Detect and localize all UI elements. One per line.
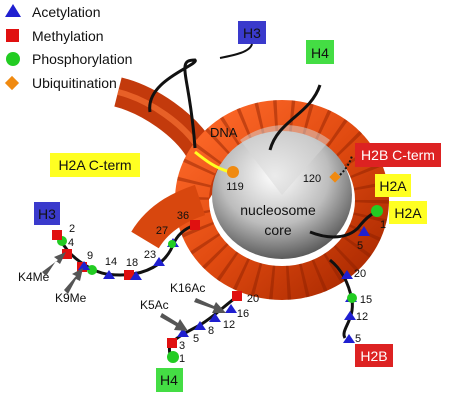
k16ac-arrow [194,298,226,313]
phosphorylation-marker [371,205,383,217]
dna-label: DNA [210,125,238,140]
acetylation-marker [225,304,237,313]
k5ac-label: K5Ac [140,298,169,312]
core-label-line1: nucleosome [240,202,316,218]
h2a-cterm-box [50,153,140,177]
residue-h3-36: 36 [177,210,189,222]
methylation-marker [232,291,242,301]
k5ac-arrow [160,313,188,331]
residue-h3-14: 14 [105,256,117,268]
phosphorylation-marker [87,265,97,275]
legend-label: Phosphorylation [32,51,132,67]
residue-h4-16: 16 [237,308,249,320]
h2b-bottom-box [355,344,393,367]
acetylation-marker [341,270,353,279]
h3-tail [56,223,196,277]
residue-h3-23: 23 [144,249,156,261]
legend-item-acetylation: Acetylation [5,4,100,20]
methylation-marker [62,249,72,259]
methylation-marker [190,220,200,230]
legend-label: Acetylation [32,4,100,20]
residue-h2a-5: 5 [357,240,363,252]
h2a-right-label: H2A [394,205,422,221]
h2b-cterm-label: H2B C-term [361,147,435,163]
residue-h2b-20: 20 [354,268,366,280]
legend-label: Ubiquitination [32,75,117,91]
h2a-cterm-label: H2A C-term [58,157,131,173]
h4-top-label: H4 [311,45,329,61]
residue-h3-9: 9 [87,250,93,262]
h4-bottom-label: H4 [160,372,178,388]
acetylation-marker [343,334,355,343]
legend-item-ubiquitination: Ubiquitination [4,75,117,91]
legend-label: Methylation [32,28,104,44]
residue-h4-1: 1 [179,353,185,365]
acetylation-marker [344,311,356,320]
h4-top-box [306,40,334,64]
residue-h3-2: 2 [69,223,75,235]
acetylation-marker [194,321,206,330]
h3-left-box [34,202,60,225]
h3-left-label: H3 [38,206,56,222]
acetylation-marker [103,270,115,279]
acetylation-marker [177,328,189,337]
h4-bottom-box [156,368,183,392]
h4-top-tail [268,84,322,151]
residue-h2b-15: 15 [360,294,372,306]
k4me-label: K4Me [18,270,50,284]
ubiquitination-marker [227,166,239,178]
core-label-line2: core [264,222,291,238]
residue-h4-5: 5 [193,333,199,345]
k16ac-label: K16Ac [170,281,205,295]
residue-h3-27: 27 [156,225,168,237]
phosphorylation-marker [167,351,179,363]
residue-120: 120 [303,173,321,185]
residue-h2b-5: 5 [355,333,361,345]
residue-h4-8: 8 [208,325,214,337]
k9me-arrow [64,268,83,294]
residue-h2a-1: 1 [380,219,386,231]
ubiquitination-icon [4,75,20,91]
phosphorylation-marker [347,293,357,303]
residue-h3-18: 18 [126,257,138,269]
residue-h4-3: 3 [179,340,185,352]
ubiquitination-marker [329,171,341,183]
acetylation-marker [358,226,370,236]
acetylation-marker [78,261,90,270]
h2a-right-upper-label: H2A [379,178,407,194]
residue-h4-12: 12 [223,319,235,331]
h2b-cterm-box [355,143,441,167]
k4me-arrow [42,252,66,276]
dna-strand [113,77,389,300]
acetylation-marker [130,271,142,280]
residue-h2b-12: 12 [356,311,368,323]
h3-top-label: H3 [243,25,261,41]
methylation-marker [167,338,177,348]
h2a-right-upper-box [375,174,411,197]
legend-item-phosphorylation: Phosphorylation [6,51,132,67]
methylation-marker [52,230,62,240]
residue-119: 119 [226,181,244,193]
legend: Acetylation Methylation Phosphorylation … [4,4,132,91]
residue-h3-4: 4 [68,237,74,249]
h3-top-tail [148,58,197,149]
acetylation-marker [209,313,221,322]
methylation-marker [124,270,134,280]
acetylation-icon [5,4,21,17]
h2a-right-box [389,201,427,224]
k9me-label: K9Me [55,291,87,305]
methylation-icon [6,29,19,42]
h3-top-box [238,21,266,44]
legend-item-methylation: Methylation [6,28,104,44]
residue-h4-20: 20 [247,293,259,305]
acetylation-marker [153,257,165,266]
h2b-bottom-label: H2B [360,348,387,364]
phosphorylation-icon [6,52,20,66]
